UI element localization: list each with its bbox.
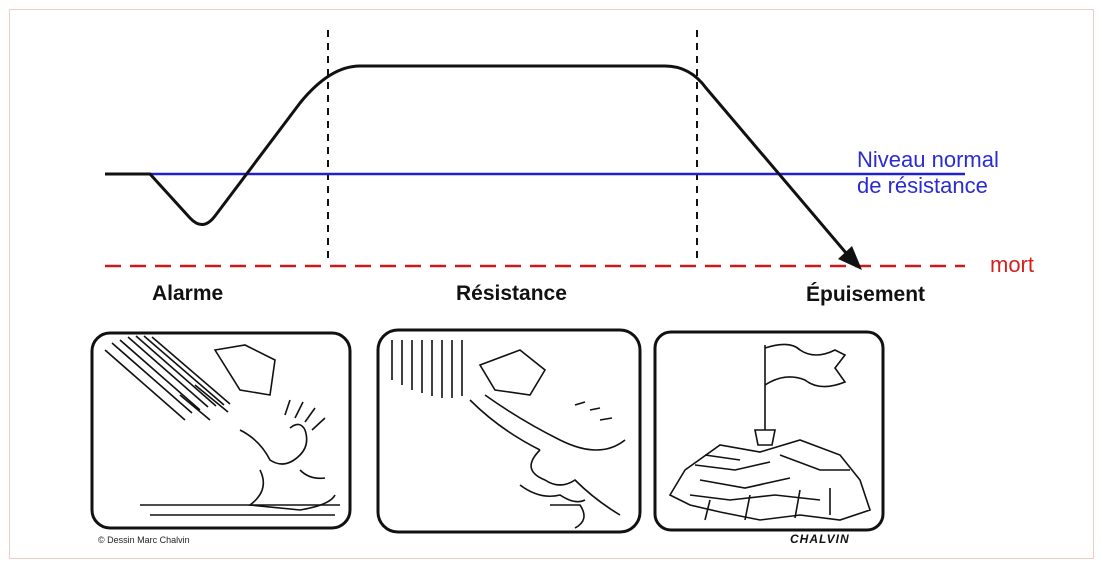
cartoon-panel-alarm: [90, 331, 352, 530]
phase-label-alarm: Alarme: [152, 282, 224, 305]
normal-level-label-line-1: Niveau normal: [857, 147, 999, 172]
artist-signature: CHALVIN: [790, 532, 850, 546]
normal-level-label: Niveau normal de résistance: [857, 147, 999, 199]
curve-arrowhead: [838, 246, 862, 270]
resistance-curve: [105, 64, 854, 261]
cartoon-panel-exhaustion: [653, 330, 885, 532]
phase-label-resistance: Résistance: [456, 282, 567, 305]
death-label: mort: [990, 252, 1034, 277]
normal-level-label-line-2: de résistance: [857, 173, 988, 198]
drawing-credit: © Dessin Marc Chalvin: [98, 535, 190, 545]
cartoon-panel-resistance: [376, 328, 642, 534]
phase-label-exhaustion: Épuisement: [806, 283, 926, 306]
